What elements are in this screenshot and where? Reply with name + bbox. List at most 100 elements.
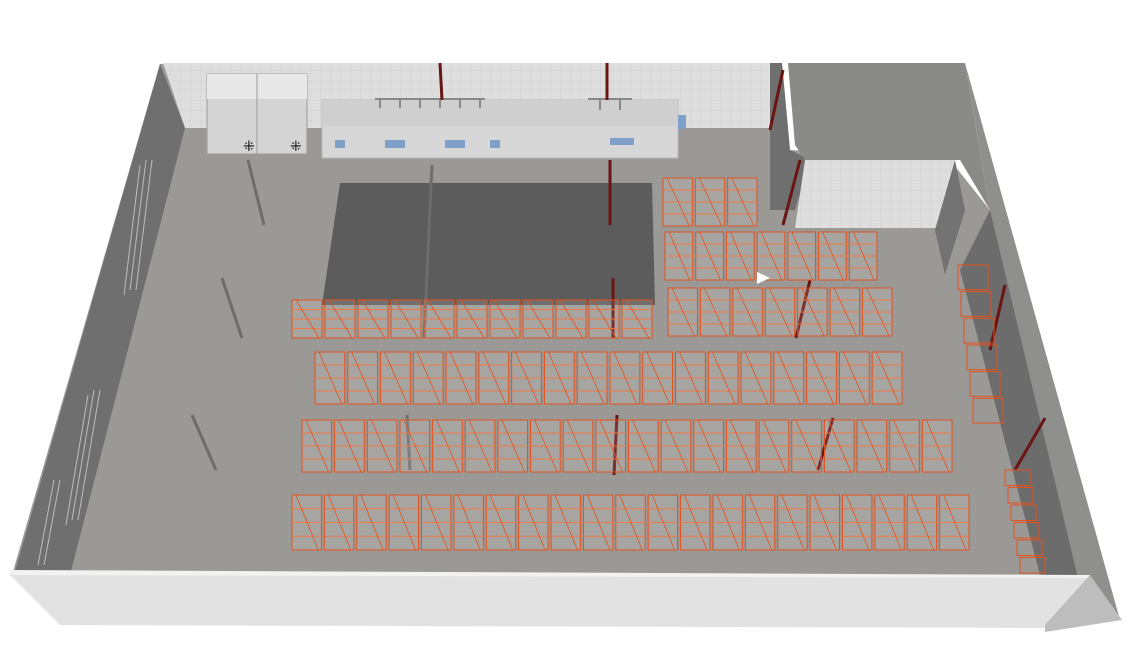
- rack-bay: [615, 494, 646, 551]
- rack-bay: [699, 287, 731, 337]
- rack-bay: [543, 351, 575, 405]
- rack-bay: [732, 287, 763, 337]
- rack-bay: [818, 231, 847, 281]
- rack-bay: [380, 351, 411, 405]
- rack-bay: [489, 299, 521, 339]
- rack-bay: [841, 494, 873, 551]
- direction-marker: [757, 272, 770, 284]
- staging-area: [322, 183, 655, 305]
- rack-bay: [694, 177, 726, 227]
- office-doors: [335, 115, 686, 148]
- rack-bay: [357, 299, 389, 339]
- rack-bay: [456, 299, 488, 339]
- svg-text:⁜: ⁜: [243, 139, 255, 155]
- rack-bay: [497, 419, 529, 473]
- light-fixture-icon: [375, 98, 632, 110]
- rack-bay: [664, 231, 694, 281]
- fan-icon: ⁜ ⁜: [206, 73, 308, 155]
- rack-bay: [550, 494, 581, 551]
- front-wall: [10, 575, 1090, 628]
- rack-bay: [889, 419, 920, 473]
- rack-bay: [522, 299, 554, 339]
- right-outer-top: [965, 63, 1120, 620]
- rack-bay: [609, 351, 641, 405]
- rack-bay: [356, 494, 387, 551]
- rack-bay: [707, 351, 739, 405]
- rack-bay: [301, 419, 333, 473]
- rack-bay: [421, 494, 452, 551]
- rack-bay: [725, 419, 757, 473]
- rack-bay: [874, 494, 905, 551]
- rack-bay: [939, 494, 970, 551]
- rack-bay: [423, 299, 455, 339]
- rack-bay: [712, 494, 743, 551]
- rack-bay: [777, 494, 808, 551]
- rack-bay: [291, 299, 323, 339]
- rack-bay: [871, 351, 903, 405]
- racking: [291, 177, 1046, 574]
- rack-bay: [485, 494, 517, 551]
- rack-row: [667, 287, 893, 337]
- rack-bay: [848, 231, 878, 281]
- rack-bay: [823, 419, 855, 473]
- rack-bay: [628, 419, 659, 473]
- rack-bay: [695, 231, 724, 281]
- rack-bay: [334, 419, 365, 473]
- rack-bay: [478, 351, 510, 405]
- rack-bay: [667, 287, 698, 337]
- rack-bay: [291, 494, 322, 551]
- rack-bay: [518, 494, 549, 551]
- right-room-top: [788, 63, 990, 210]
- rack-row: [291, 299, 653, 339]
- rack-bay: [660, 419, 692, 473]
- rack-bay: [582, 494, 614, 551]
- side-rack: [1004, 469, 1046, 574]
- rack-bay: [453, 494, 484, 551]
- rack-bay: [675, 351, 706, 405]
- rack-bay: [756, 231, 786, 281]
- rack-bay: [838, 351, 870, 405]
- rack-bay: [862, 287, 893, 337]
- rack-bay: [324, 299, 356, 339]
- rack-bay: [464, 419, 496, 473]
- rack-bay: [806, 351, 837, 405]
- rack-row: [662, 177, 758, 227]
- rack-bay: [662, 177, 693, 227]
- rack-bay: [906, 494, 938, 551]
- rack-bay: [530, 419, 561, 473]
- rack-bay: [432, 419, 463, 473]
- rack-bay: [727, 177, 758, 227]
- rack-bay: [744, 494, 776, 551]
- rack-bay: [787, 231, 817, 281]
- rack-bay: [562, 419, 594, 473]
- rack-bay: [921, 419, 953, 473]
- rack-bay: [555, 299, 587, 339]
- rack-bay: [588, 299, 620, 339]
- rack-bay: [388, 494, 420, 551]
- left-wall-windows: [37, 159, 153, 566]
- rack-bay: [740, 351, 772, 405]
- rack-bay: [693, 419, 724, 473]
- rack-bay: [390, 299, 422, 339]
- rack-bay: [445, 351, 477, 405]
- side-rack: [957, 264, 1004, 424]
- rack-row: [291, 494, 970, 551]
- rack-bay: [829, 287, 861, 337]
- rack-bay: [764, 287, 796, 337]
- rack-row: [301, 419, 953, 473]
- rack-bay: [809, 494, 840, 551]
- right-office-side: [935, 160, 965, 275]
- rack-bay: [595, 419, 626, 473]
- rack-bay: [347, 351, 379, 405]
- right-room-wall: [770, 63, 810, 210]
- rack-bay: [412, 351, 444, 405]
- rack-bay: [758, 419, 790, 473]
- rack-bay: [856, 419, 888, 473]
- rack-bay: [511, 351, 542, 405]
- rack-bay: [680, 494, 711, 551]
- rack-row: [664, 231, 878, 281]
- rack-bay: [314, 351, 346, 405]
- front-wall-right: [1045, 575, 1122, 632]
- rack-bay: [725, 231, 755, 281]
